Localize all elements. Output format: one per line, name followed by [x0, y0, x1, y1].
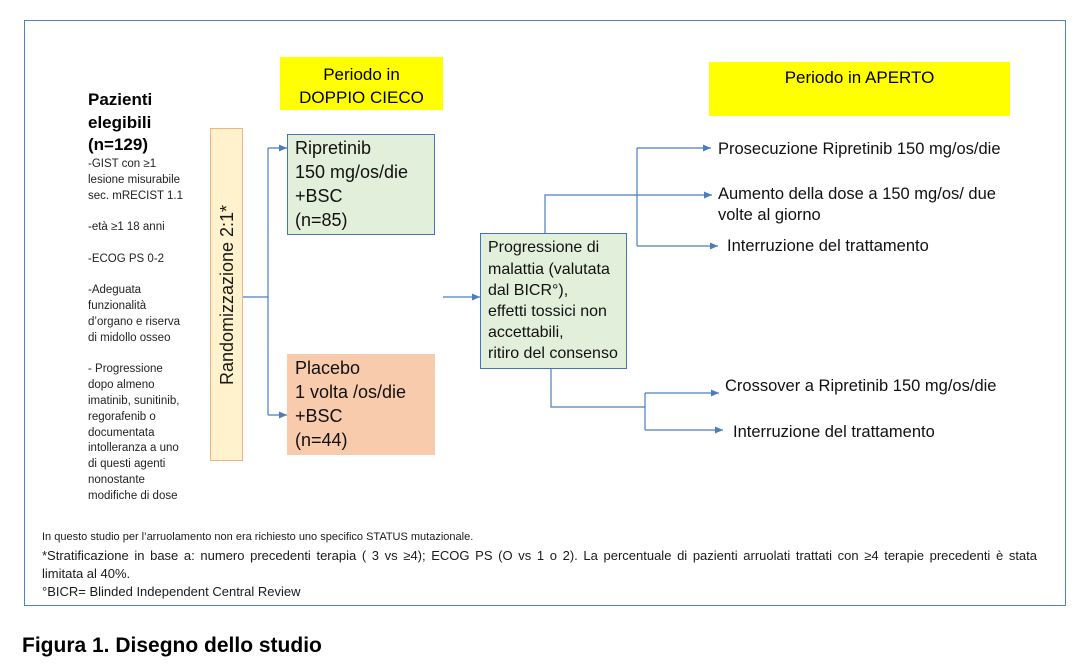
criterion-line: nonostante: [88, 473, 145, 486]
open-label-period-label: Periodo in APERTO: [784, 67, 935, 87]
ripretinib-arm-line: (n=85): [295, 210, 348, 230]
criterion-line: lesione misurabile: [88, 173, 181, 186]
criterion-line: imatinib, sunitinib,: [88, 394, 180, 407]
progression-line: malattia (valutata: [488, 260, 610, 278]
placebo-arm-line: Placebo: [295, 358, 361, 378]
dose-increase-outcome: Aumento della dose a 150 mg/os/ due volt…: [718, 184, 996, 226]
criterion-line: -Adeguata: [88, 284, 142, 297]
double-blind-period-line: DOPPIO CIECO: [299, 87, 424, 107]
criterion-line: intolleranza a uno: [88, 442, 179, 455]
outcome-line: volte al giorno: [718, 205, 821, 224]
placebo-arm-line: 1 volta /os/die: [295, 382, 407, 402]
randomization-box: Randomizzazione 2:1*: [210, 128, 243, 461]
criterion-line: di midollo osseo: [88, 331, 171, 344]
randomization-label: Randomizzazione 2:1*: [216, 204, 237, 385]
stratification-note-line: *Stratificazione in base a: numero prece…: [42, 548, 1037, 563]
discontinuation-outcome-lower: Interruzione del trattamento: [733, 422, 935, 443]
progression-line: accettabili,: [488, 324, 564, 342]
criterion-line: di questi agenti: [88, 458, 166, 471]
criterion-group: -GIST con ≥1 lesione misurabile sec. mRE…: [88, 157, 183, 204]
criterion-group: -ECOG PS 0-2: [88, 252, 183, 268]
mutation-status-note: In questo studio per l’arruolamento non …: [42, 531, 474, 543]
criterion-line: modifiche di dose: [88, 489, 178, 502]
outcome-line: Aumento della dose a 150 mg/os/ due: [718, 184, 996, 203]
placebo-arm-box: Placebo 1 volta /os/die +BSC (n=44): [287, 354, 435, 455]
outcome-line: Prosecuzione Ripretinib 150 mg/os/die: [718, 139, 1001, 158]
diagram-frame: [24, 20, 1066, 606]
eligibility-title: Pazienti elegibili (n=129): [88, 89, 152, 157]
outcome-line: Crossover a Ripretinib 150 mg/os/die: [725, 376, 997, 395]
criterion-line: regorafenib o: [88, 410, 156, 423]
criterion-group: - Progressione dopo almeno imatinib, sun…: [88, 362, 183, 504]
criterion-line: d’organo e riserva: [88, 315, 181, 328]
criterion-line: documentata: [88, 426, 155, 439]
eligibility-title-line: elegibili: [88, 112, 152, 132]
crossover-outcome: Crossover a Ripretinib 150 mg/os/die: [725, 376, 996, 397]
ripretinib-arm-line: Ripretinib: [295, 138, 372, 158]
progression-line: dal BICR°),: [488, 281, 569, 299]
eligibility-title-line: (n=129): [88, 135, 148, 154]
discontinuation-outcome-upper: Interruzione del trattamento: [727, 236, 929, 257]
ripretinib-arm-box: Ripretinib 150 mg/os/die +BSC (n=85): [287, 134, 435, 235]
double-blind-period-line: Periodo in: [323, 64, 400, 84]
criterion-group: -età ≥1 18 anni: [88, 220, 183, 236]
progression-line: effetti tossici non: [488, 303, 607, 320]
progression-line: Progressione di: [488, 239, 600, 257]
progression-box: Progressione di malattia (valutata dal B…: [480, 233, 627, 369]
criterion-line: -ECOG PS 0-2: [88, 252, 165, 265]
criterion-line: dopo almeno: [88, 379, 155, 392]
criterion-group: -Adeguata funzionalità d’organo e riserv…: [88, 283, 183, 346]
outcome-line: Interruzione del trattamento: [727, 236, 929, 255]
stratification-note-line: limitata al 40%.: [42, 566, 131, 581]
bicr-definition-note: °BICR= Blinded Independent Central Revie…: [42, 584, 301, 599]
criterion-line: -età ≥1 18 anni: [88, 221, 165, 234]
outcome-line: Interruzione del trattamento: [733, 422, 935, 441]
criterion-line: sec. mRECIST 1.1: [88, 189, 184, 202]
ripretinib-arm-line: +BSC: [295, 186, 343, 206]
ripretinib-arm-line: 150 mg/os/die: [295, 162, 409, 182]
criterion-line: funzionalità: [88, 300, 147, 313]
eligibility-criteria: -GIST con ≥1 lesione misurabile sec. mRE…: [88, 157, 183, 520]
criterion-line: - Progressione: [88, 363, 163, 376]
continuation-outcome: Prosecuzione Ripretinib 150 mg/os/die: [718, 139, 1001, 160]
progression-line: ritiro del consenso: [488, 345, 618, 363]
figure-caption: Figura 1. Disegno dello studio: [22, 634, 322, 657]
double-blind-period-box: Periodo in DOPPIO CIECO: [280, 57, 443, 110]
open-label-period-box: Periodo in APERTO: [709, 62, 1010, 116]
placebo-arm-line: (n=44): [295, 430, 348, 450]
eligibility-title-line: Pazienti: [88, 90, 153, 109]
placebo-arm-line: +BSC: [295, 406, 343, 426]
criterion-line: -GIST con ≥1: [88, 158, 157, 170]
